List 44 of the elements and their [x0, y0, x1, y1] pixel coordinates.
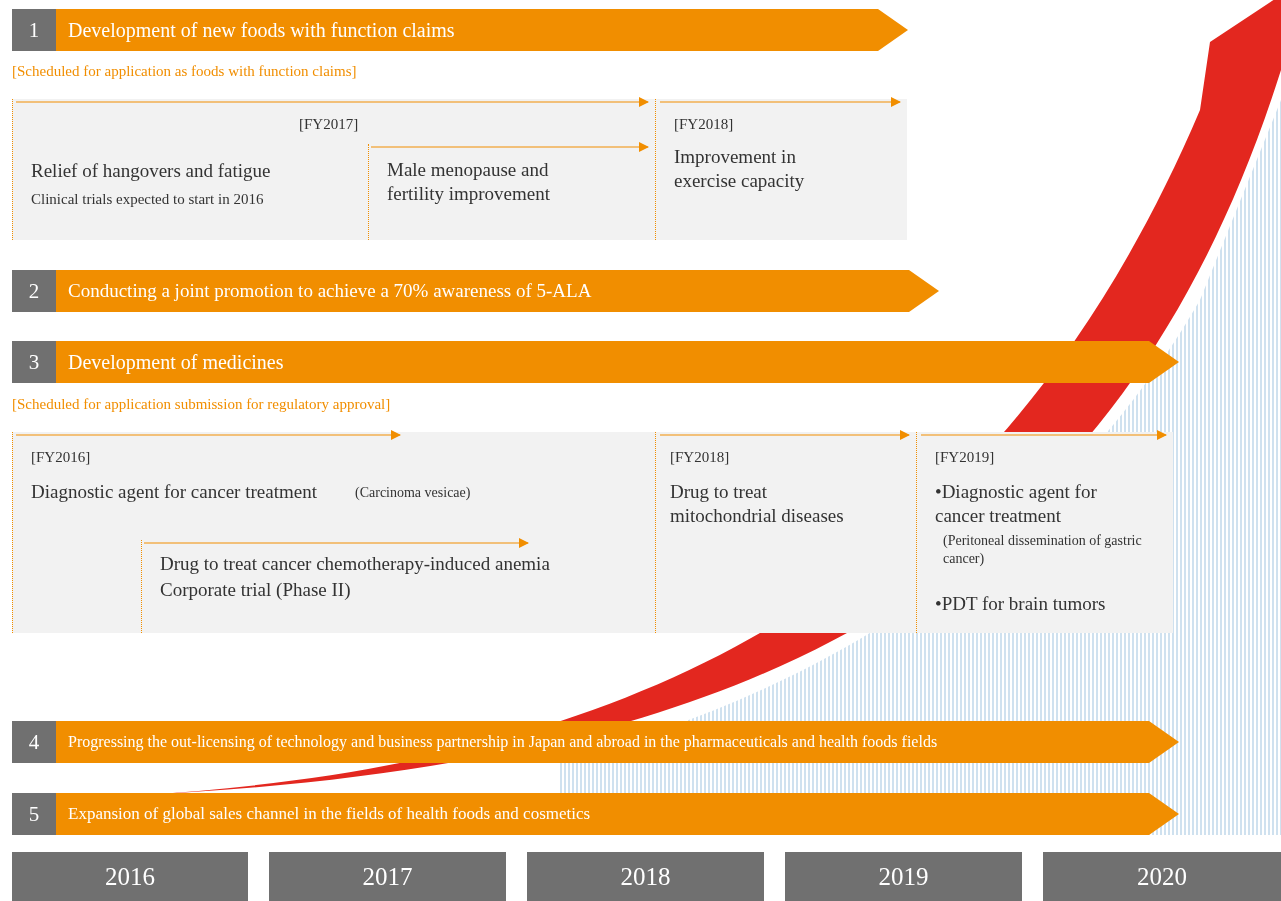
step-number: 2 [12, 270, 56, 312]
banner-title: Expansion of global sales channel in the fields of health foods and cosmetics [68, 803, 591, 825]
note-text: [Scheduled for application as foods with function claims] [12, 63, 357, 80]
year-bar: 2016 [12, 852, 248, 901]
plan-panel [12, 432, 655, 633]
step-banner [12, 793, 1179, 835]
plan-text: •Diagnostic agent for cancer treatment [935, 480, 1098, 528]
step-banner [12, 270, 939, 312]
fiscal-year-label: [FY2016] [31, 448, 91, 467]
year-bar: 2017 [269, 852, 506, 901]
banner-title: Progressing the out-licensing of technology and business partnership in Japan and abroad in the pharmaceuticals and health foods fields [68, 732, 938, 753]
banner-title: Development of new foods with function claims [68, 17, 455, 44]
fiscal-year-label: [FY2019] [935, 448, 995, 467]
year-bar: 2019 [785, 852, 1022, 901]
banner-title: Conducting a joint promotion to achieve a 70% awareness of 5-ALA [68, 279, 592, 303]
plan-text: Corporate trial (Phase II) [160, 578, 351, 602]
plan-text: (Peritoneal dissemination of gastric cancer) [943, 532, 1143, 567]
plan-panel [655, 432, 916, 633]
plan-text: •PDT for brain tumors [935, 592, 1107, 616]
banner-title: Development of medicines [68, 349, 284, 376]
year-bar: 2018 [527, 852, 764, 901]
fiscal-year-label: [FY2018] [670, 448, 730, 467]
plan-text: Drug to treat cancer chemotherapy-induced anemia [160, 552, 550, 576]
plan-panel [655, 99, 907, 240]
step-number: 1 [12, 9, 56, 51]
plan-text: Clinical trials expected to start in 2016 [31, 190, 264, 209]
fiscal-year-label: [FY2017] [299, 115, 359, 134]
plan-text: Diagnostic agent for cancer treatment [31, 480, 317, 504]
year-bar: 2020 [1043, 852, 1281, 901]
step-number: 3 [12, 341, 56, 383]
plan-text: Relief of hangovers and fatigue [31, 159, 271, 183]
step-banner [12, 341, 1179, 383]
step-banner [12, 9, 908, 51]
plan-text: Drug to treat mitochondrial diseases [670, 480, 845, 528]
plan-text: Male menopause and fertility improvement [387, 158, 552, 206]
step-number: 5 [12, 793, 56, 835]
plan-panel [916, 432, 1173, 633]
note-text: [Scheduled for application submission for regulatory approval] [12, 396, 391, 413]
step-banner [12, 721, 1179, 763]
plan-text: Improvement in exercise capacity [674, 145, 806, 193]
plan-panel [12, 99, 655, 240]
fiscal-year-label: [FY2018] [674, 115, 734, 134]
step-number: 4 [12, 721, 56, 763]
plan-text: (Carcinoma vesicae) [355, 484, 471, 502]
